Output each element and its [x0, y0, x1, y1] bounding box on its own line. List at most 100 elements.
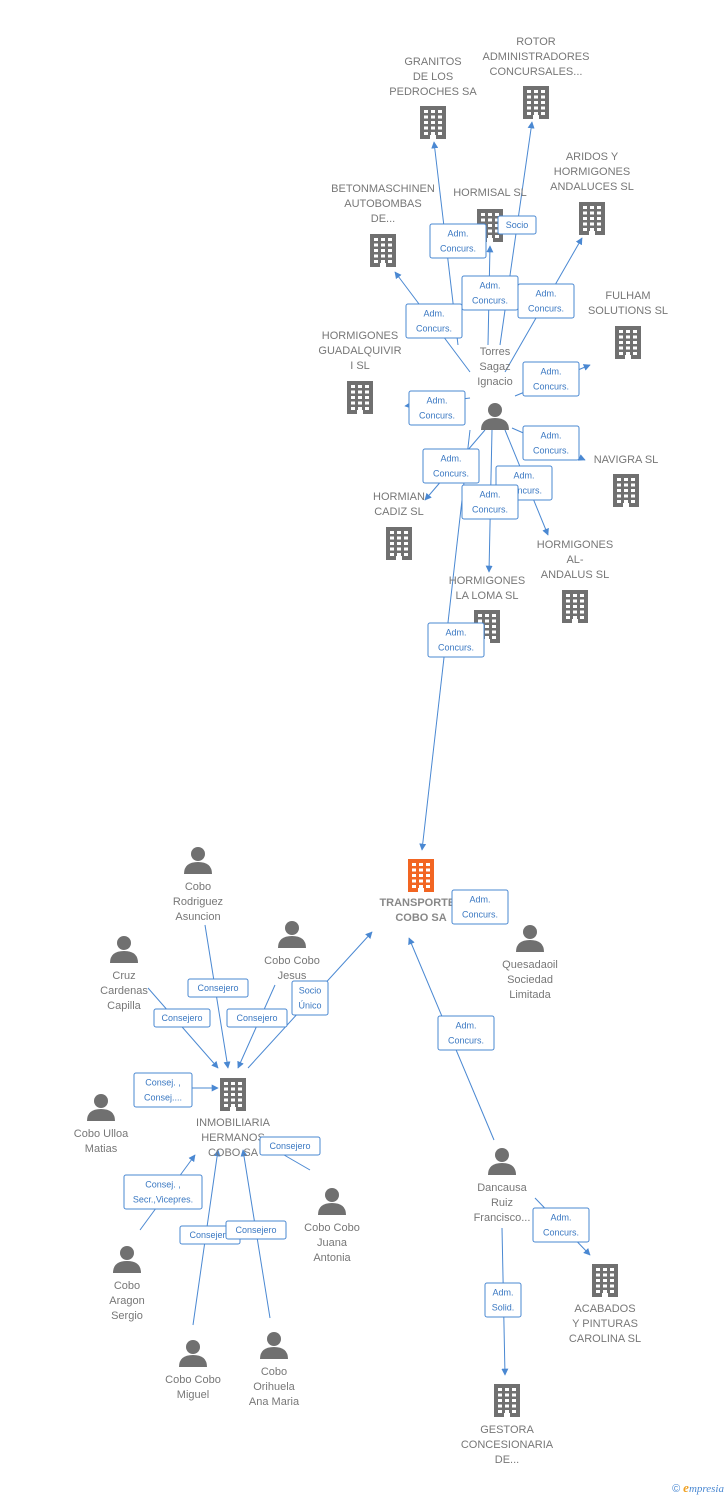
edge-label-text: Adm. [455, 1021, 476, 1031]
edge-label-cobo_orihuela-to-inmobiliaria[interactable]: Consejero [225, 1220, 287, 1240]
edge-label-box [429, 223, 487, 259]
building-icon [370, 234, 396, 267]
node-label: Aragon [109, 1295, 144, 1307]
edge-label-cobo_cobo_jesus-to-inmobiliaria[interactable]: Consejero [226, 1008, 288, 1028]
empresia-logo[interactable]: ©empresia [672, 1480, 724, 1496]
node-navigra[interactable]: NAVIGRA SL [594, 454, 659, 507]
edge-label-torres-to-hormisal[interactable]: Adm.Concurs. [461, 275, 519, 311]
node-label: HORMISAL SL [453, 187, 527, 199]
edge-label-text: Adm. [445, 628, 466, 638]
node-label: DE LOS [413, 71, 453, 83]
node-gestora[interactable]: GESTORACONCESIONARIADE... [461, 1384, 554, 1466]
node-label: Francisco... [474, 1212, 531, 1224]
edge-label-cruz_cardenas-to-inmobiliaria[interactable]: Consejero [153, 1008, 211, 1028]
person-icon [110, 936, 138, 963]
edge-label-text: Adm. [469, 895, 490, 905]
node-label: SOLUTIONS SL [588, 305, 668, 317]
edge-label-cobo_rodriguez-to-inmobiliaria[interactable]: Consejero [187, 978, 249, 998]
node-label: Cobo Ulloa [74, 1128, 129, 1140]
edge-label-text: Adm. [426, 396, 447, 406]
edge-label-torres-to-granitos[interactable]: Adm.Concurs. [429, 223, 487, 259]
edge-label-torres-to-transportes[interactable]: Adm.Concurs. [427, 622, 485, 658]
edge-label-text: Adm. [540, 367, 561, 377]
node-label: COBO SA [208, 1147, 259, 1159]
node-rotor[interactable]: ROTORADMINISTRADORESCONCURSALES... [483, 36, 590, 119]
edge-label-torres-to-betonmaschinen[interactable]: Adm.Concurs. [405, 303, 463, 339]
edge-label-cobo_cobo_juana-to-inmobiliaria[interactable]: Consejero [259, 1136, 321, 1156]
edge-label-text: Concurs. [528, 304, 564, 314]
node-label: Cobo [185, 881, 211, 893]
edge-label-text: Concurs. [472, 296, 508, 306]
edge-label-box [259, 1136, 321, 1156]
node-label: Orihuela [253, 1381, 295, 1393]
edge-label-text: Consejero [189, 1230, 230, 1240]
person-icon [113, 1246, 141, 1273]
building-icon [494, 1384, 520, 1417]
edge-label-torres-to-rotor[interactable]: Socio [497, 215, 537, 235]
edge-label-quesadaoil-to-transportes[interactable]: Adm.Concurs. [451, 889, 509, 925]
edge-label-torres-to-hormigones_loma[interactable]: Adm.Concurs. [461, 484, 519, 520]
node-dancausa[interactable]: DancausaRuizFrancisco... [474, 1148, 531, 1224]
edge-label-text: Socio [299, 986, 322, 996]
edge-label-torres-to-hormian[interactable]: Adm.Concurs. [422, 448, 480, 484]
edge-label-torres-to-hormigones_guad[interactable]: Adm.Concurs. [408, 390, 466, 426]
edge-label-dancausa-to-acabados[interactable]: Adm.Concurs. [532, 1207, 590, 1243]
edge-label-box [226, 1008, 288, 1028]
node-label: Quesadaoil [502, 959, 558, 971]
node-label: Rodriguez [173, 896, 223, 908]
brand-name: mpresia [688, 1483, 724, 1495]
node-label: LA LOMA SL [456, 590, 519, 602]
node-label: Dancausa [477, 1182, 527, 1194]
person-icon [184, 847, 212, 874]
edge-label-dancausa-to-gestora[interactable]: Adm.Solid. [484, 1282, 522, 1318]
edge-label-cobo_aragon-to-inmobiliaria[interactable]: Consej. ,Secr.,Vicepres. [123, 1174, 203, 1210]
node-label: Matias [85, 1143, 118, 1155]
building-icon [592, 1264, 618, 1297]
node-label: TRANSPORTES [379, 897, 462, 909]
person-icon [481, 403, 509, 430]
edge-label-dancausa-to-transportes[interactable]: Adm.Concurs. [437, 1015, 495, 1051]
node-betonmaschinen[interactable]: BETONMASCHINENAUTOBOMBASDE... [331, 183, 435, 267]
edge-label-cobo_ulloa-to-inmobiliaria[interactable]: Consej. ,Consej.... [133, 1072, 193, 1108]
edge-label-text: Concurs. [416, 324, 452, 334]
node-label: HORMIGONES [449, 575, 525, 587]
node-label: CONCESIONARIA [461, 1439, 554, 1451]
edge-label-text: Adm. [535, 289, 556, 299]
node-label: Cruz [112, 970, 135, 982]
edge-label-box [522, 425, 580, 461]
building-icon [347, 381, 373, 414]
node-label: HORMIGONES [554, 166, 630, 178]
edge-label-torres-to-fulham[interactable]: Adm.Concurs. [522, 361, 580, 397]
building-icon [523, 86, 549, 119]
edge-label-text: Consejero [161, 1013, 202, 1023]
node-label: Cobo Cobo [304, 1222, 360, 1234]
edge-label-text: Concurs. [506, 486, 542, 496]
edge-label-torres-to-navigra[interactable]: Adm.Concurs. [522, 425, 580, 461]
node-label: DE... [371, 213, 395, 225]
edge-label-torres-to-aridos[interactable]: Adm. Concurs. [517, 283, 575, 319]
edge-cruz_cardenas-to-inmobiliaria [147, 987, 219, 1069]
edge-label-text: Consej. , [145, 1078, 181, 1088]
node-label: INMOBILIARIA [196, 1117, 271, 1129]
node-label: AUTOBOMBAS [344, 198, 421, 210]
